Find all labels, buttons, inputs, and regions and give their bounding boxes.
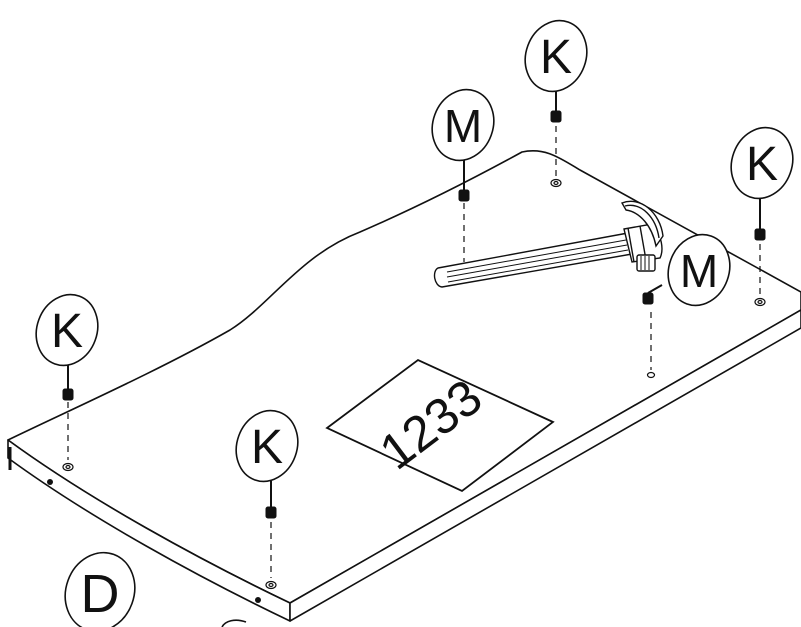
dowel-pin-icon-m-right — [642, 284, 663, 305]
callout-k-left: K — [35, 293, 99, 367]
dowel-pins — [62, 88, 766, 519]
dowel-pin-icon-k-right — [754, 196, 766, 241]
panel-right-edge — [289, 309, 801, 622]
callout-k-right: K — [730, 126, 794, 200]
hole-m-right — [646, 371, 656, 379]
hole-k-top — [550, 178, 562, 188]
callout-m-right-label: M — [680, 245, 718, 297]
hole-k-right — [754, 297, 766, 307]
callout-m-center: M — [431, 88, 495, 162]
callout-m-center-label: M — [444, 100, 482, 152]
dowel-pin-icon-k-left — [62, 362, 74, 401]
callout-k-top-label: K — [540, 31, 572, 84]
callout-k-left-label: K — [51, 305, 83, 358]
callout-k-front: K — [235, 409, 299, 483]
callout-k-top: K — [524, 19, 588, 93]
hole-k-front — [265, 580, 277, 590]
part-number-box: 1233 — [325, 358, 555, 493]
hole-k-left — [62, 462, 74, 472]
callout-partial-bottom — [221, 619, 247, 627]
top-holes — [62, 178, 766, 590]
hammer-icon — [433, 200, 664, 288]
callouts: K K K K M M D — [35, 19, 794, 627]
dowel-pin-icon-m-center — [458, 160, 470, 202]
callout-d-bottom: D — [64, 551, 136, 627]
callout-k-front-label: K — [251, 421, 283, 474]
callout-k-right-label: K — [746, 138, 778, 191]
dowel-pin-icon-k-front — [265, 481, 277, 519]
callout-d-bottom-label: D — [81, 564, 120, 624]
callout-m-right: M — [667, 233, 731, 307]
edge-holes — [47, 479, 261, 603]
guide-lines — [67, 126, 761, 578]
dowel-pin-icon-k-top — [550, 88, 562, 123]
